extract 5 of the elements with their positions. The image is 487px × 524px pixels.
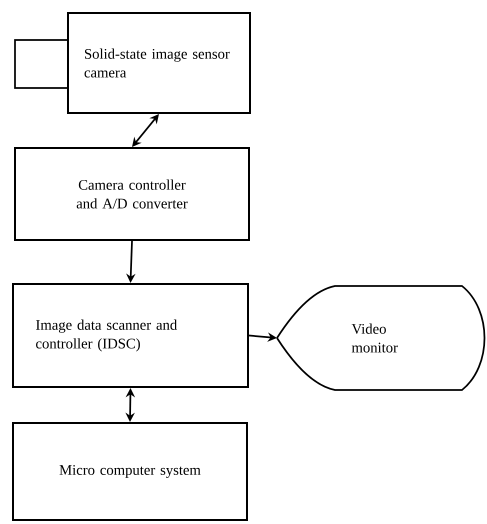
process-box: Micro computer system <box>12 422 248 521</box>
process-box: Camera controller and A/D converter <box>14 147 250 241</box>
camera-box: Solid-state image sensor camera <box>14 12 251 114</box>
process-box: Image data scanner and controller (IDSC) <box>12 283 249 388</box>
monitor-shape: Video monitor <box>276 285 486 391</box>
